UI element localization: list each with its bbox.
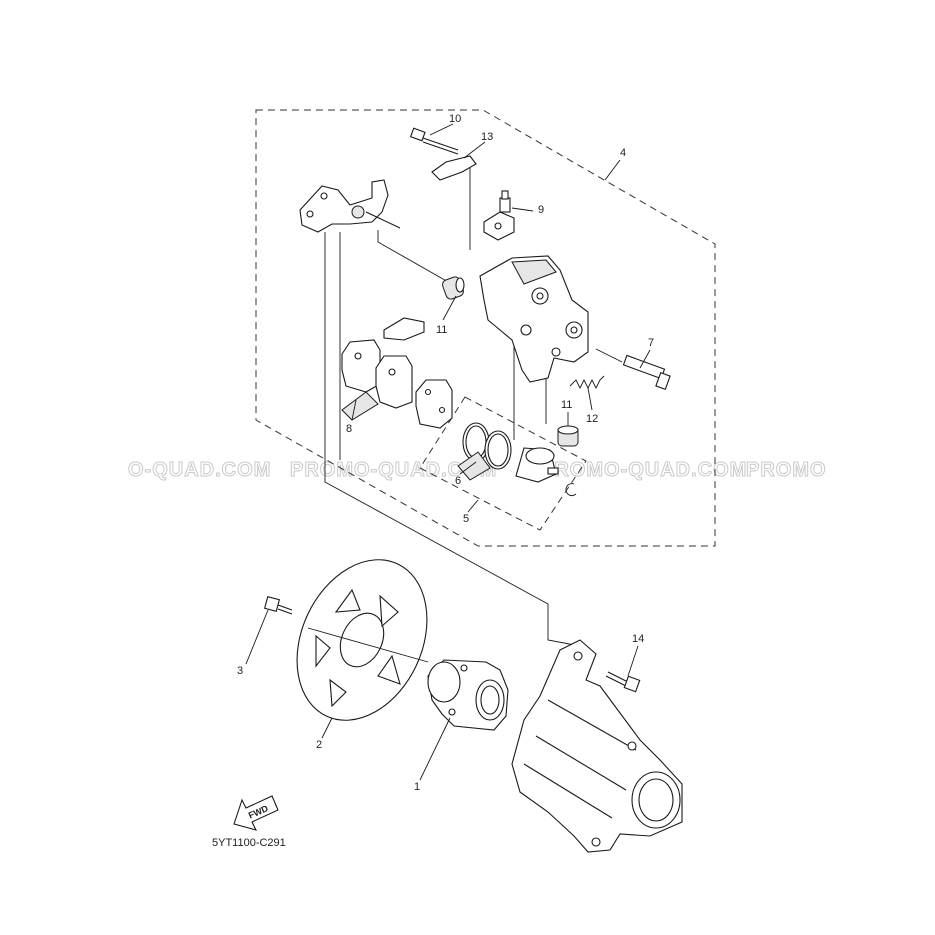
watermark-1: O-QUAD.COM — [128, 459, 271, 481]
pin-boot-11-lower — [557, 425, 579, 447]
callout-leaders — [245, 123, 651, 781]
callout-2: 2 — [316, 739, 322, 751]
housing-bolt-14 — [605, 671, 641, 693]
watermark-2: PROMO-QUAD.COM — [290, 459, 497, 481]
diagram-code: 5YT1100-C291 — [212, 837, 286, 849]
pad-spring-12 — [569, 375, 605, 390]
watermark-4: PROMO — [746, 459, 827, 481]
callout-11-lower: 11 — [561, 399, 572, 411]
callout-1: 1 — [414, 781, 420, 793]
forward-arrow: FWD — [233, 795, 279, 831]
callout-3: 3 — [237, 665, 243, 677]
bleed-screw-9 — [483, 190, 515, 241]
callout-6: 6 — [455, 475, 461, 487]
disc-bolt-3 — [263, 595, 293, 615]
callout-11-upper: 11 — [436, 324, 447, 336]
retaining-clip — [565, 483, 577, 497]
pad-support-plate-13 — [431, 155, 477, 181]
caliper-assembly-boundary — [255, 109, 716, 547]
callout-12: 12 — [586, 413, 598, 425]
brake-pads-8 — [341, 339, 453, 429]
caliper-body — [479, 255, 589, 383]
pad-clip — [383, 317, 425, 341]
guide-line-pin-boot — [377, 241, 451, 284]
hub-1 — [427, 659, 509, 731]
piston — [515, 447, 559, 483]
callout-8: 8 — [346, 423, 352, 435]
callout-14: 14 — [632, 633, 644, 645]
guide-line-bolt-7 — [595, 348, 623, 363]
brake-disc-2 — [296, 559, 429, 721]
callout-10: 10 — [449, 113, 461, 125]
bleeder-bolt-10 — [409, 127, 459, 155]
bolt-7 — [622, 354, 671, 390]
callout-7: 7 — [648, 337, 654, 349]
watermark-3: PROMO-QUAD.COM — [540, 459, 747, 481]
piston-seals-6 — [457, 422, 512, 481]
pin-boot-11-upper — [442, 276, 465, 300]
callout-numbers: 10 13 4 9 11 7 8 11 12 6 5 3 2 1 14 — [237, 113, 654, 793]
axle-housing — [511, 639, 683, 853]
callout-5: 5 — [463, 513, 469, 525]
caliper-bracket — [299, 179, 401, 233]
callout-4: 4 — [620, 147, 626, 159]
watermark-band: O-QUAD.COM PROMO-QUAD.COM PROMO-QUAD.COM… — [128, 459, 827, 482]
callout-9: 9 — [538, 204, 544, 216]
callout-13: 13 — [481, 131, 493, 143]
piston-kit-boundary — [419, 396, 587, 531]
guide-line-bracket-to-hub — [324, 232, 581, 647]
